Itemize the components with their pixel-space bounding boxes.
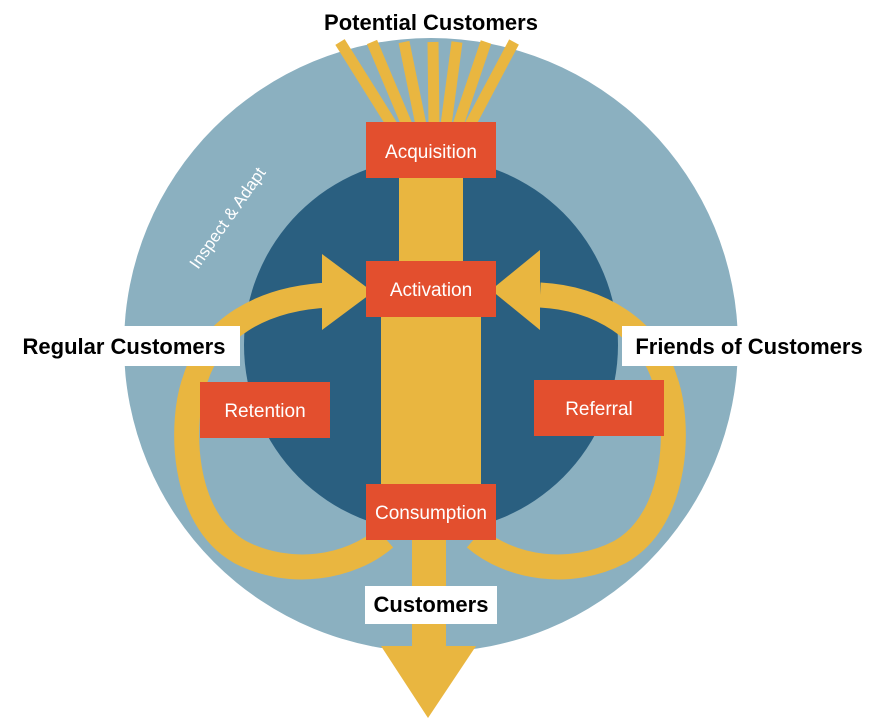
retention-label: Retention bbox=[224, 401, 305, 422]
acquisition-flow bbox=[399, 175, 463, 265]
bottom-label-box: Customers bbox=[365, 586, 497, 624]
potential-customer-streams bbox=[335, 39, 519, 128]
consumption-box: Consumption bbox=[366, 484, 496, 540]
activation-box: Activation bbox=[366, 261, 496, 317]
left-label-box: Regular Customers bbox=[8, 326, 240, 366]
referral-label: Referral bbox=[565, 399, 633, 420]
right-label-box: Friends of Customers bbox=[622, 326, 876, 366]
referral-loop bbox=[466, 282, 686, 580]
top-label: Potential Customers bbox=[324, 10, 538, 35]
retention-arrow-head bbox=[322, 254, 373, 330]
acquisition-label: Acquisition bbox=[385, 142, 477, 163]
left-label: Regular Customers bbox=[23, 334, 226, 359]
central-flow bbox=[381, 300, 481, 500]
right-label: Friends of Customers bbox=[635, 334, 862, 359]
retention-box: Retention bbox=[200, 382, 330, 438]
acquisition-box: Acquisition bbox=[366, 122, 496, 178]
bottom-label: Customers bbox=[374, 592, 489, 617]
retention-loop bbox=[174, 282, 394, 580]
customers-arrow-head bbox=[381, 646, 476, 718]
consumption-label: Consumption bbox=[375, 503, 487, 524]
activation-label: Activation bbox=[390, 280, 472, 301]
referral-box: Referral bbox=[534, 380, 664, 436]
referral-arrow-head bbox=[491, 250, 540, 330]
